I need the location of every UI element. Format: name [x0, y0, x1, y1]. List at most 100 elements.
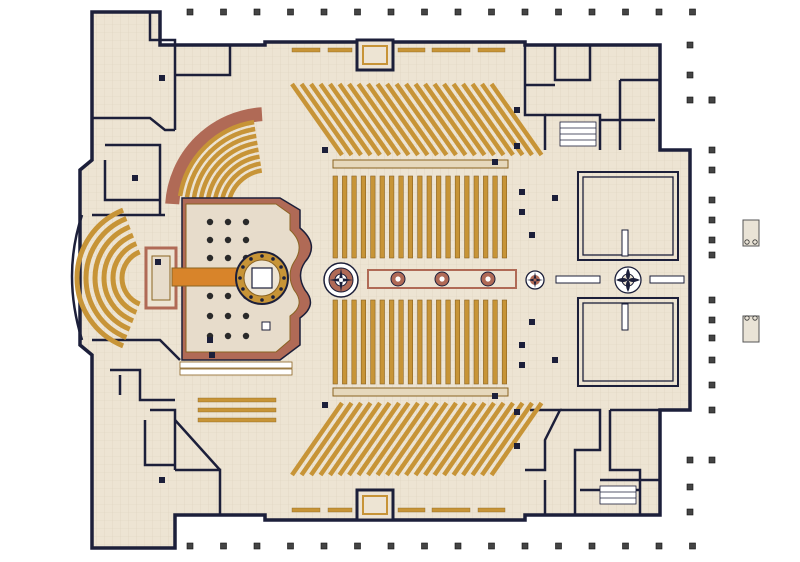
pew — [445, 299, 451, 385]
pew — [351, 175, 357, 259]
pew — [461, 401, 515, 477]
ring-bead — [241, 265, 245, 269]
main-altar-ring — [235, 251, 289, 305]
chapel-row — [74, 207, 125, 349]
pew — [442, 82, 496, 157]
nave-columns — [132, 75, 558, 483]
right-partitions — [523, 45, 660, 515]
square-column-icon — [529, 319, 535, 325]
pew — [375, 82, 430, 157]
aisle-runner-bottom — [332, 387, 509, 397]
sanctuary-column — [206, 254, 214, 262]
pew — [290, 82, 344, 157]
pew — [426, 299, 432, 385]
pew — [360, 175, 367, 259]
pew — [328, 401, 382, 477]
pew — [356, 401, 411, 477]
square-column-icon — [708, 251, 716, 259]
pew — [426, 175, 432, 259]
pew — [445, 175, 451, 259]
square-column-icon — [686, 456, 694, 464]
pew — [477, 507, 506, 513]
square-column-icon — [209, 352, 215, 358]
ring-bead — [241, 287, 245, 291]
square-column-icon — [387, 542, 395, 550]
choir-row — [219, 161, 262, 204]
pews-north — [290, 82, 544, 157]
square-column-icon — [159, 477, 165, 483]
pew — [423, 82, 477, 157]
square-column-icon — [686, 96, 694, 104]
ring-bead — [260, 254, 264, 258]
chapel-apse — [70, 214, 84, 341]
square-column-icon — [519, 189, 525, 195]
pew — [464, 175, 470, 259]
square-column-icon — [354, 542, 361, 550]
sanctuary-column — [242, 218, 250, 226]
pew — [342, 299, 348, 385]
sanctuary-column — [206, 218, 214, 226]
square-column-icon — [287, 8, 294, 16]
square-column-icon — [488, 542, 495, 550]
pew — [397, 507, 426, 513]
sanctuary-column — [224, 218, 232, 226]
pew — [473, 299, 479, 385]
north-portico — [355, 38, 395, 72]
pew — [299, 401, 354, 477]
ring-bead — [279, 265, 283, 269]
square-column-icon — [689, 8, 696, 16]
square-column-icon — [514, 107, 520, 113]
pew — [461, 82, 515, 157]
pews-south — [290, 401, 544, 477]
pew — [309, 401, 363, 477]
stairwell-south — [599, 485, 637, 505]
pew — [492, 299, 498, 385]
pew — [291, 507, 321, 513]
pew — [290, 401, 344, 477]
chapel-row — [101, 232, 135, 324]
square-column-icon — [552, 195, 558, 201]
square-column-icon — [421, 8, 428, 16]
pew — [404, 82, 458, 157]
altar-rail — [171, 267, 243, 287]
square-column-icon — [588, 8, 596, 16]
sanctuary-column — [242, 312, 250, 320]
square-column-icon — [686, 41, 694, 49]
pew — [351, 299, 357, 385]
bench — [197, 407, 277, 413]
ring-bead — [271, 295, 275, 299]
pew — [385, 401, 439, 477]
pew — [318, 401, 373, 477]
pew — [291, 47, 321, 53]
narthex-bench-right — [649, 275, 685, 284]
pew — [451, 401, 506, 477]
pew — [489, 82, 544, 157]
pew — [431, 507, 471, 513]
lectern — [261, 321, 271, 331]
square-column-icon — [622, 542, 629, 550]
square-column-icon — [708, 216, 716, 224]
sanctuary-column — [224, 292, 232, 300]
square-column-icon — [320, 8, 328, 16]
pew — [442, 401, 496, 477]
square-column-icon — [207, 337, 213, 343]
square-column-icon — [159, 75, 165, 81]
square-column-icon — [588, 542, 596, 550]
pew — [370, 175, 376, 259]
pew — [337, 82, 392, 157]
pew — [366, 82, 420, 157]
sanctuary-column — [206, 312, 214, 320]
square-column-icon — [521, 542, 529, 550]
pew — [397, 47, 426, 53]
sanctuary-column — [206, 236, 214, 244]
pew — [394, 82, 449, 157]
choir-row — [184, 126, 256, 198]
square-column-icon — [354, 8, 361, 16]
square-column-icon — [220, 8, 227, 16]
square-column-icon — [521, 8, 529, 16]
gathering-room-south — [577, 297, 679, 387]
pew — [407, 175, 414, 259]
chapel-arc-seating — [74, 207, 141, 349]
square-column-icon — [454, 8, 462, 16]
